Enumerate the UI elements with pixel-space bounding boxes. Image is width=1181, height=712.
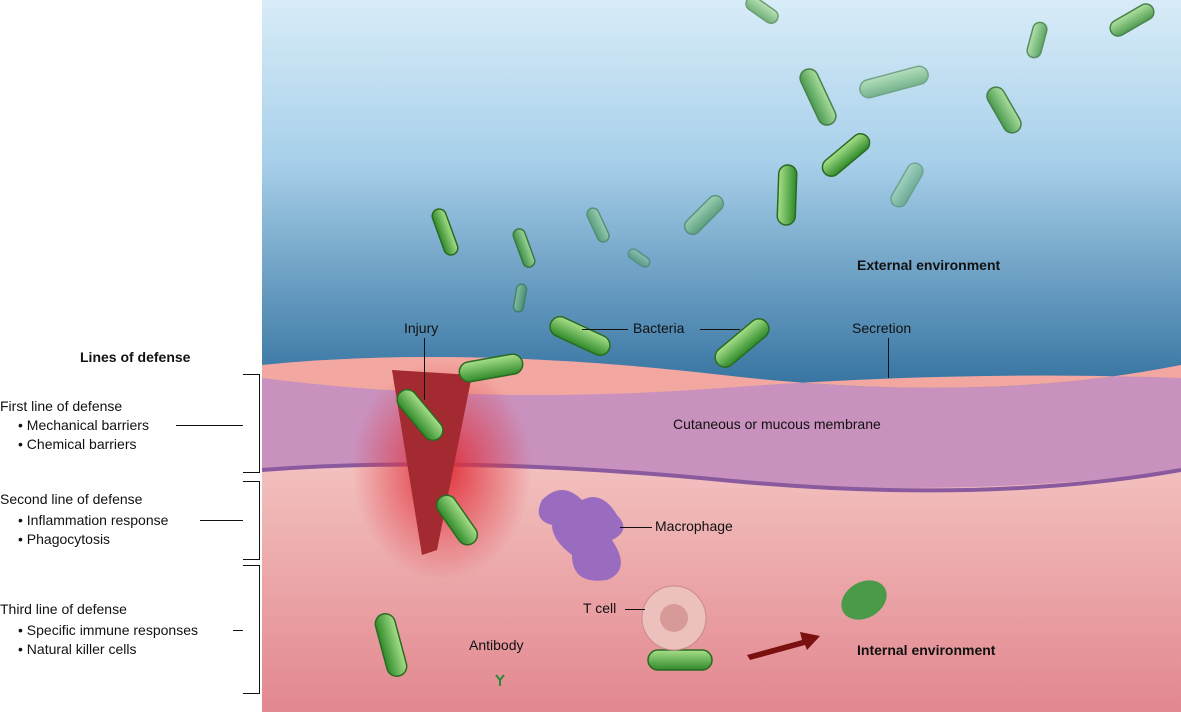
group-heading: Third line of defense bbox=[0, 601, 127, 617]
antibody-label: Antibody bbox=[469, 637, 524, 653]
injury-label: Injury bbox=[404, 320, 439, 336]
t-cell-label: T cell bbox=[583, 600, 617, 616]
secretion-label: Secretion bbox=[852, 320, 912, 336]
antibody-icon bbox=[495, 674, 505, 686]
macrophage-cell bbox=[538, 490, 624, 581]
group-item: • Mechanical barriers bbox=[18, 417, 149, 433]
group-heading: Second line of defense bbox=[0, 491, 143, 507]
group-item: • Phagocytosis bbox=[18, 531, 111, 547]
group-heading: First line of defense bbox=[0, 398, 123, 414]
internal-environment-label: Internal environment bbox=[857, 642, 996, 658]
external-environment-label: External environment bbox=[857, 257, 1001, 273]
group-item: • Chemical barriers bbox=[18, 436, 137, 452]
bacteria-label: Bacteria bbox=[633, 320, 685, 336]
group-item: • Natural killer cells bbox=[18, 641, 137, 657]
macrophage-label: Macrophage bbox=[655, 518, 733, 534]
group-item: • Specific immune responses bbox=[18, 622, 198, 638]
group-item: • Inflammation response bbox=[18, 512, 169, 528]
membrane-label: Cutaneous or mucous membrane bbox=[673, 416, 881, 432]
arrow bbox=[747, 632, 820, 660]
legend-title: Lines of defense bbox=[80, 349, 191, 365]
natural-killer-target bbox=[841, 580, 887, 620]
bracket-first bbox=[243, 374, 260, 473]
bracket-second bbox=[243, 481, 260, 560]
bacteria-group bbox=[374, 0, 1155, 678]
bracket-third bbox=[243, 565, 260, 694]
illustration bbox=[262, 0, 1181, 712]
